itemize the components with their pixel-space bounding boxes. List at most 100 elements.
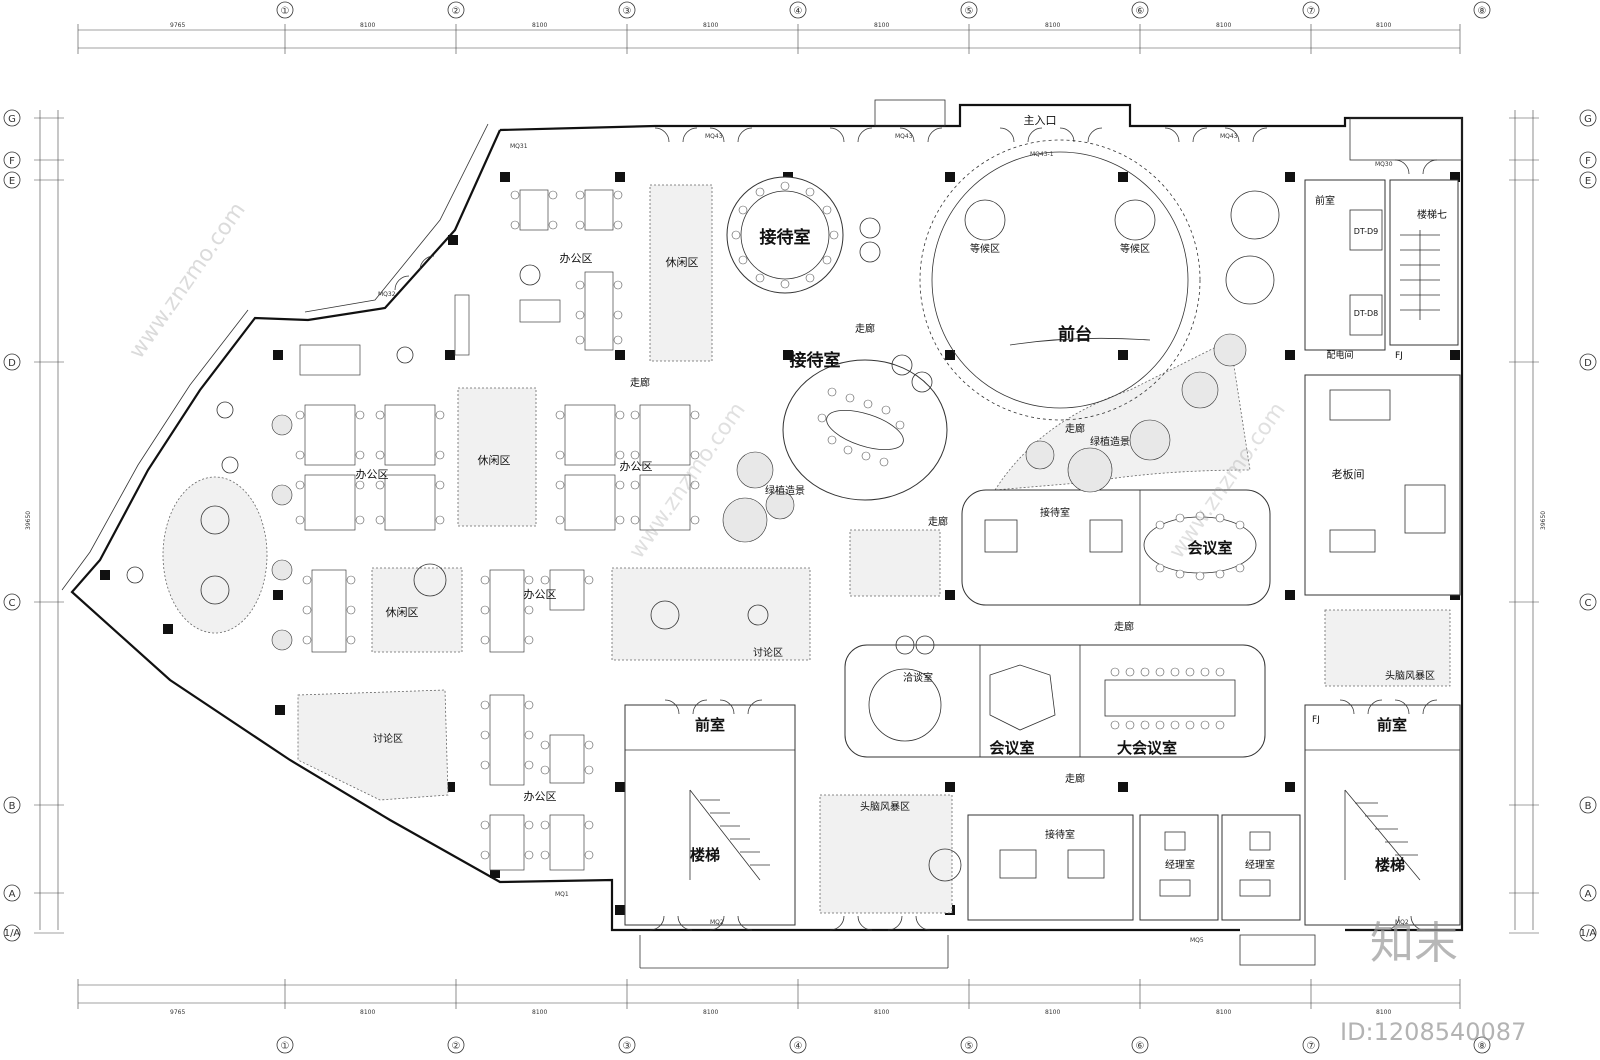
axis-col-6-bottom: ⑥ <box>1131 1036 1149 1054</box>
dim-bottom-4: 8100 <box>703 1009 718 1016</box>
label-meeting-2: 会议室 <box>989 739 1034 757</box>
label-meeting-1: 会议室 <box>1187 539 1232 557</box>
axis-col-6: ⑥ <box>1131 1 1149 19</box>
dim-top-2: 8100 <box>360 22 375 29</box>
label-corridor-5: 走廊 <box>1114 620 1134 633</box>
axis-row-C-right: C <box>1579 593 1597 611</box>
outer-walls <box>61 99 1464 969</box>
svg-text:E: E <box>1585 176 1591 187</box>
axis-col-2-bottom: ② <box>447 1036 465 1054</box>
svg-text:B: B <box>1585 801 1592 812</box>
tag-mq30: MQ30 <box>1375 161 1393 168</box>
label-vestibule-right: 前室 <box>1377 716 1407 734</box>
axis-row-1A: 1/A <box>3 924 21 942</box>
label-corridor-4: 走廊 <box>928 515 948 528</box>
svg-text:D: D <box>8 358 16 369</box>
label-power-room: 配电间 <box>1326 349 1353 361</box>
svg-text:G: G <box>8 114 16 125</box>
dim-top-1: 9765 <box>170 22 185 29</box>
axis-col-5-bottom: ⑤ <box>960 1036 978 1054</box>
axis-row-G-right: G <box>1579 109 1597 127</box>
tag-mq32: MQ32 <box>378 291 396 298</box>
watermark-brand: 知末 <box>1370 918 1458 969</box>
label-corridor-6: 走廊 <box>1065 772 1085 785</box>
label-office-4: 办公区 <box>524 588 557 601</box>
dimension-lines: 9765 8100 8100 8100 8100 8100 8100 8100 … <box>25 22 1547 1016</box>
axis-col-7-bottom: ⑦ <box>1302 1036 1320 1054</box>
axis-col-4-bottom: ④ <box>789 1036 807 1054</box>
dim-bottom-3: 8100 <box>532 1009 547 1016</box>
axis-col-3: ③ <box>618 1 636 19</box>
axis-col-8: ⑧ <box>1473 1 1491 19</box>
label-corridor-1: 走廊 <box>855 322 875 335</box>
label-vestibule-left: 前室 <box>695 716 725 734</box>
label-discussion-1: 讨论区 <box>753 646 783 659</box>
svg-text:⑥: ⑥ <box>1136 6 1145 17</box>
tag-mq43c: MQ43 <box>1220 133 1238 140</box>
tag-fj1: FJ <box>1395 351 1403 361</box>
svg-text:①: ① <box>281 1041 290 1052</box>
svg-text:⑤: ⑤ <box>965 1041 974 1052</box>
label-office-3: 办公区 <box>620 460 653 473</box>
svg-text:C: C <box>9 598 16 609</box>
svg-text:③: ③ <box>623 1041 632 1052</box>
label-waiting-right: 等候区 <box>1120 242 1150 255</box>
label-lounge-1: 休闲区 <box>666 255 699 269</box>
label-green-1: 绿植造景 <box>1090 435 1130 448</box>
label-waiting-left: 等候区 <box>970 242 1000 255</box>
tag-mq43b: MQ43 <box>895 133 913 140</box>
dim-top-6: 8100 <box>1045 22 1060 29</box>
svg-text:C: C <box>1585 598 1592 609</box>
watermark-site-1: www.znzmo.com <box>124 198 250 363</box>
label-big-meeting: 大会议室 <box>1117 739 1177 757</box>
svg-text:②: ② <box>452 6 461 17</box>
label-reception-oval: 接待室 <box>790 350 841 371</box>
dim-bottom-8: 8100 <box>1376 1009 1391 1016</box>
axis-row-1A-right: 1/A <box>1579 924 1596 942</box>
svg-text:D: D <box>1584 358 1592 369</box>
wall-tags: MQ43 MQ43 MQ43 MQ43-1 MQ31 MQ32 MQ30 MQ1… <box>378 133 1409 944</box>
svg-text:⑤: ⑤ <box>965 6 974 17</box>
axis-row-B-right: B <box>1579 796 1597 814</box>
svg-text:G: G <box>1584 114 1592 125</box>
svg-text:①: ① <box>281 6 290 17</box>
label-vestibule-top: 前室 <box>1315 194 1335 207</box>
axis-bubbles: ① ② ③ ④ ⑤ ⑥ ⑦ ⑧ ① ② ③ ④ ⑤ ⑥ ⑦ ⑧ G F E D … <box>3 1 1597 1054</box>
tag-fj2: FJ <box>1312 715 1320 725</box>
tag-mq431: MQ43-1 <box>1030 151 1054 158</box>
label-stair-seven: 楼梯七 <box>1417 208 1447 221</box>
svg-text:③: ③ <box>623 6 632 17</box>
room-labels: 主入口 接待室 接待室 等候区 等候区 前台 前室 楼梯七 DT-D9 DT-D… <box>356 114 1448 874</box>
axis-row-A-right: A <box>1579 884 1597 902</box>
dim-top-7: 8100 <box>1216 22 1231 29</box>
axis-col-1: ① <box>276 1 294 19</box>
svg-text:A: A <box>1585 889 1592 900</box>
label-lounge-2: 休闲区 <box>478 453 511 467</box>
label-office-2: 办公区 <box>356 468 389 481</box>
label-reception-round: 接待室 <box>760 227 811 248</box>
svg-text:B: B <box>9 801 16 812</box>
rooms <box>624 139 1461 926</box>
svg-text:1/A: 1/A <box>4 928 21 939</box>
svg-text:④: ④ <box>794 1041 803 1052</box>
svg-text:⑧: ⑧ <box>1478 1041 1487 1052</box>
svg-text:⑦: ⑦ <box>1307 1041 1316 1052</box>
axis-row-F-right: F <box>1579 151 1597 169</box>
dim-top-8: 8100 <box>1376 22 1391 29</box>
svg-text:④: ④ <box>794 6 803 17</box>
dim-top-3: 8100 <box>532 22 547 29</box>
axis-row-D-right: D <box>1579 353 1597 371</box>
label-discussion-2: 讨论区 <box>373 732 403 745</box>
axis-row-E: E <box>3 171 21 189</box>
label-lounge-3: 休闲区 <box>386 605 419 619</box>
axis-col-1-bottom: ① <box>276 1036 294 1054</box>
tag-mq2b: MQ2 <box>1395 919 1409 926</box>
label-corridor-3: 走廊 <box>1065 422 1085 435</box>
svg-text:F: F <box>9 156 15 167</box>
svg-text:⑥: ⑥ <box>1136 1041 1145 1052</box>
tag-mq5: MQ5 <box>1190 937 1204 944</box>
svg-text:E: E <box>9 176 15 187</box>
svg-text:A: A <box>9 889 16 900</box>
tag-mq43a: MQ43 <box>705 133 723 140</box>
